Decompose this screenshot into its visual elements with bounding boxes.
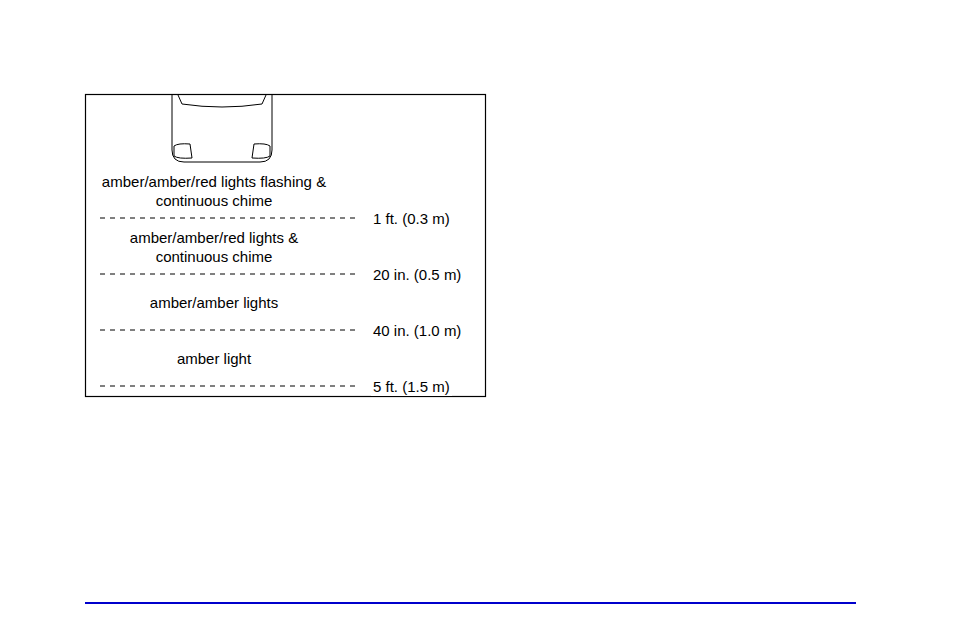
distance-label: 20 in. (0.5 m) bbox=[371, 265, 463, 284]
vehicle-rear bbox=[172, 95, 272, 162]
zone-label: amber/amber/red lights flashing & contin… bbox=[98, 172, 330, 210]
distance-label: 40 in. (1.0 m) bbox=[371, 321, 463, 340]
frame bbox=[86, 95, 486, 397]
distance-label: 5 ft. (1.5 m) bbox=[371, 377, 452, 396]
zone-label: amber/amber/red lights & continuous chim… bbox=[98, 228, 330, 266]
zone-label: amber light bbox=[98, 349, 330, 368]
zone-label: amber/amber lights bbox=[98, 293, 330, 312]
distance-label: 1 ft. (0.3 m) bbox=[371, 209, 452, 228]
page-rule bbox=[85, 602, 856, 604]
